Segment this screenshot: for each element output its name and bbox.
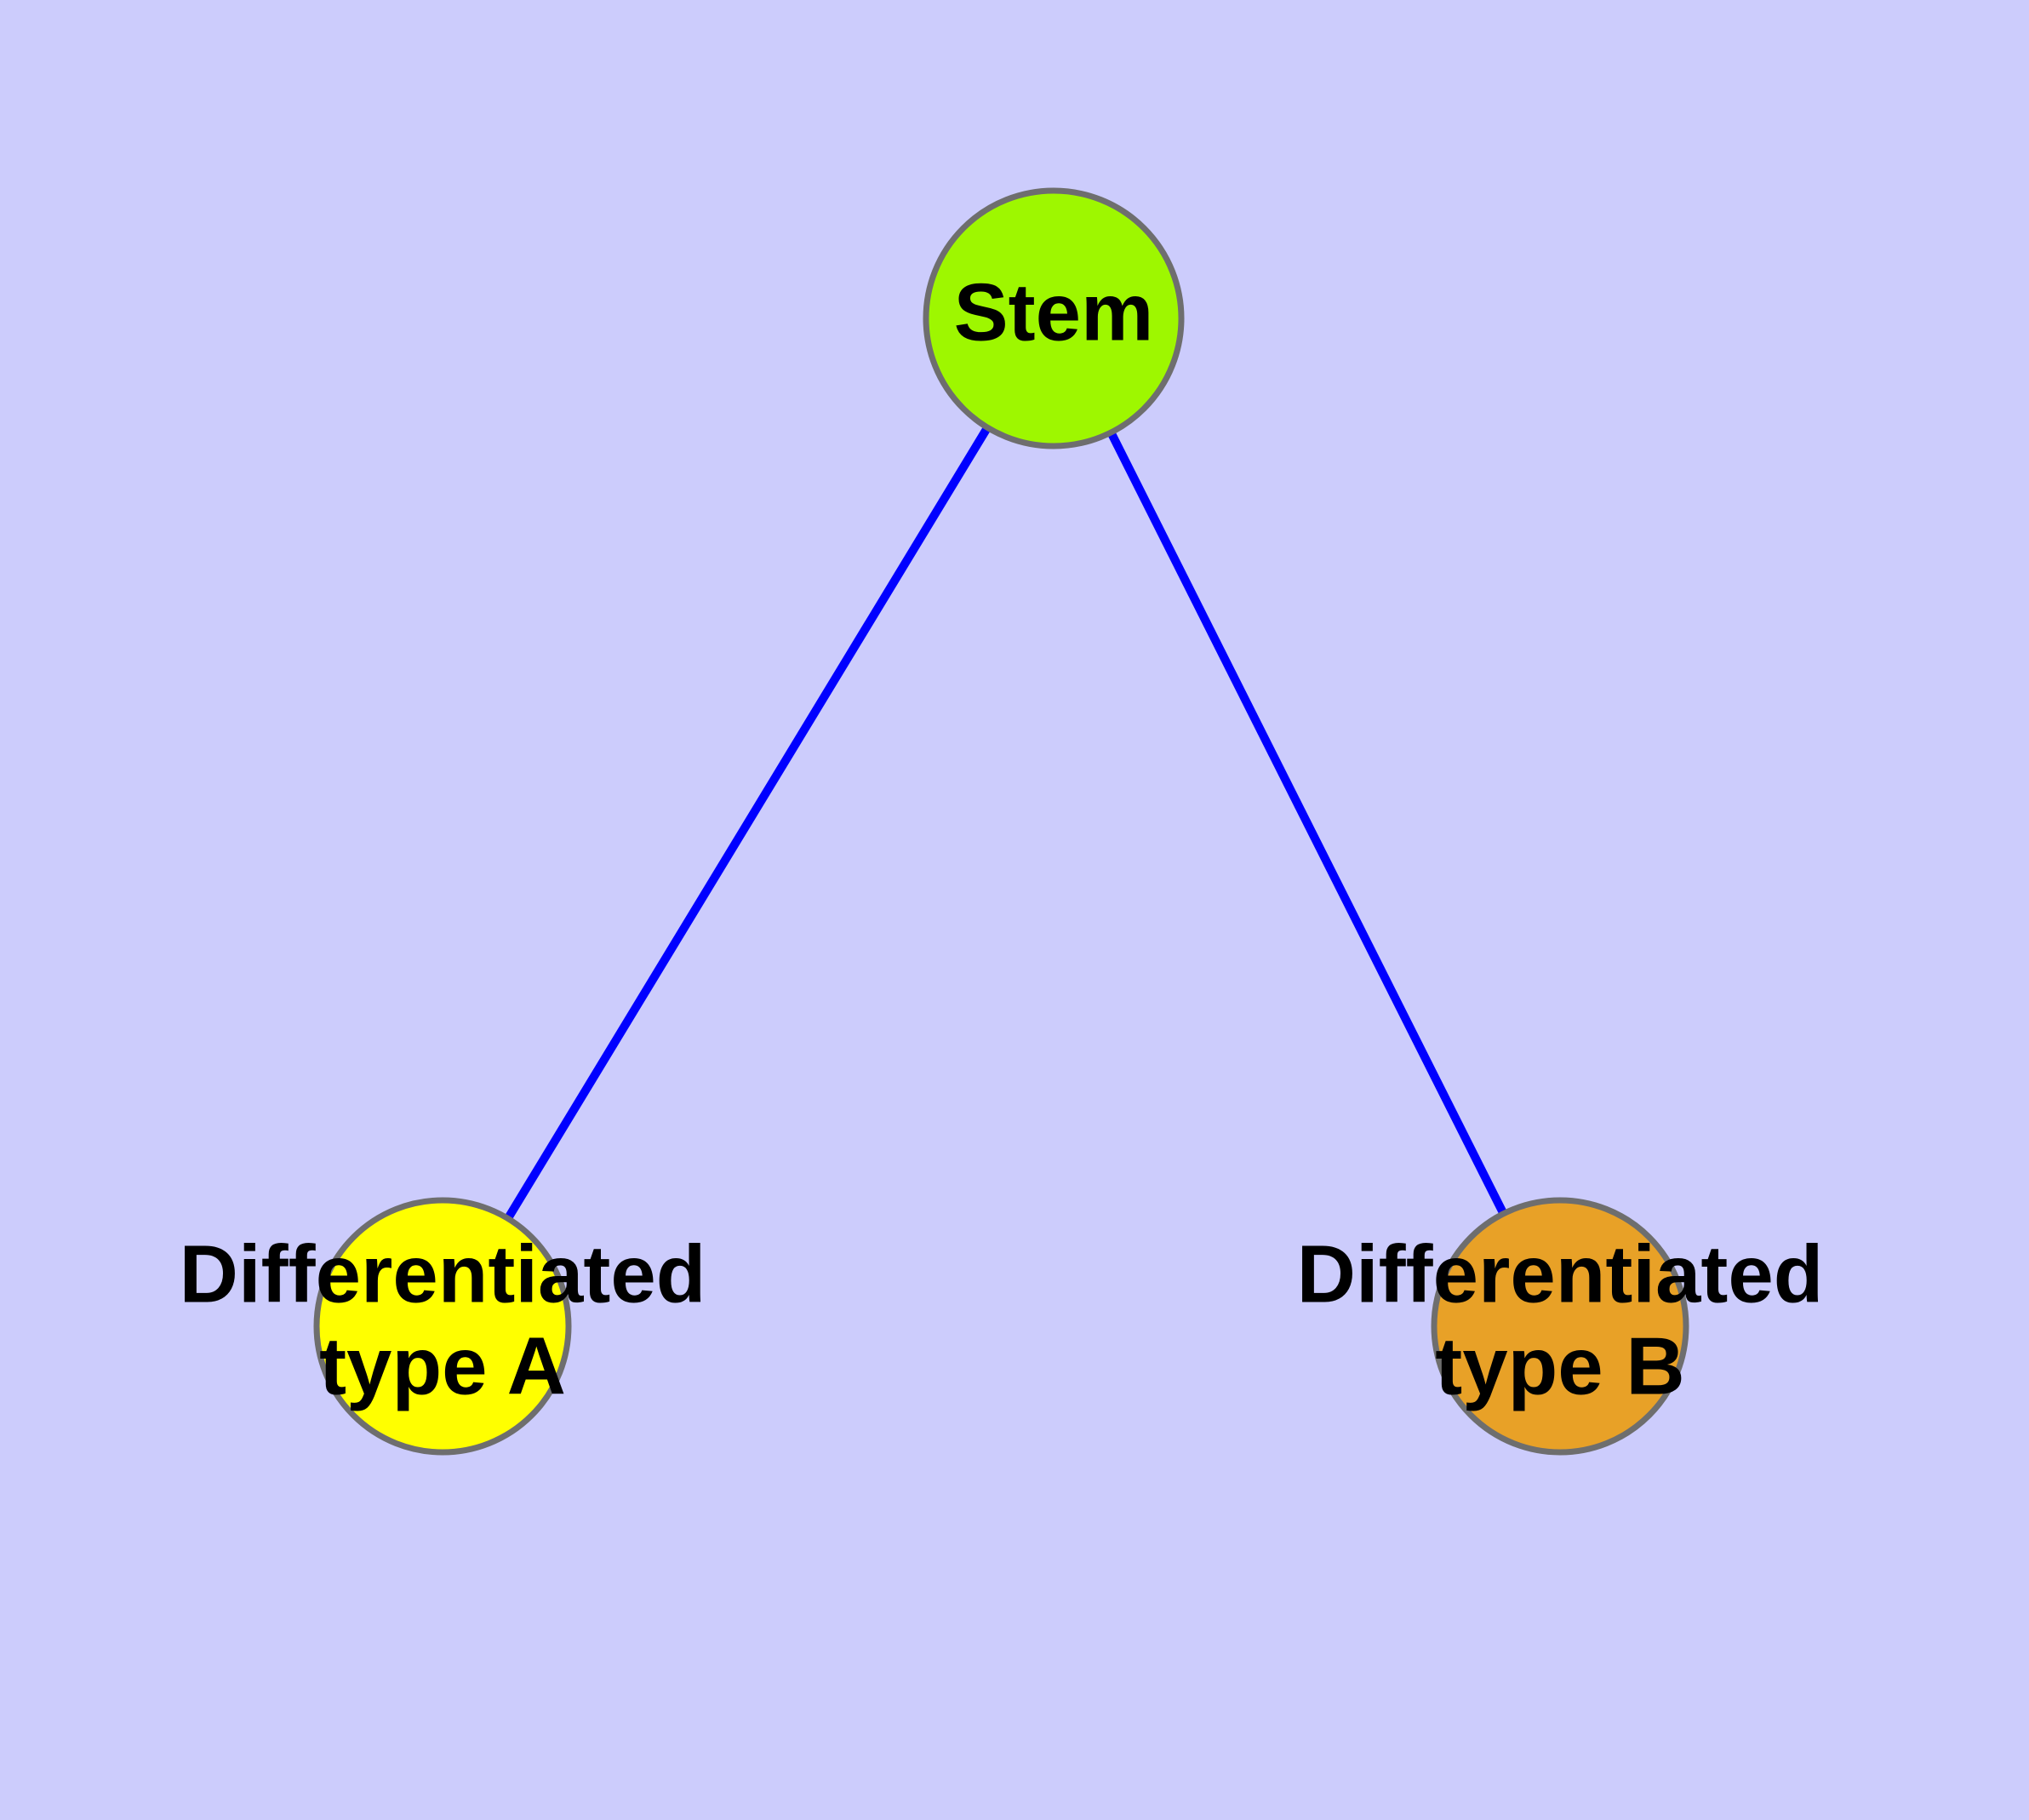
node-label-diff_a-line-2: type A [319,1320,566,1411]
node-circle-diff_a[interactable] [313,1197,572,1456]
node-label-diff_b-line-1: Differentiated [1297,1228,1824,1319]
graph-edge-stem-to-diff-b[interactable] [1106,430,1508,1216]
graph-node-stem[interactable]: Stem [923,187,1185,449]
node-label-diff_b-line-2: type B [1435,1320,1684,1411]
node-circle-stem[interactable] [923,187,1185,449]
graph-edge-stem-to-diff-a[interactable] [504,425,992,1222]
node-label-stem-line-1: Stem [954,266,1154,358]
node-label-diff_a-line-1: Differentiated [180,1228,706,1319]
edges-layer [504,425,1508,1222]
node-circle-diff_b[interactable] [1431,1197,1689,1456]
